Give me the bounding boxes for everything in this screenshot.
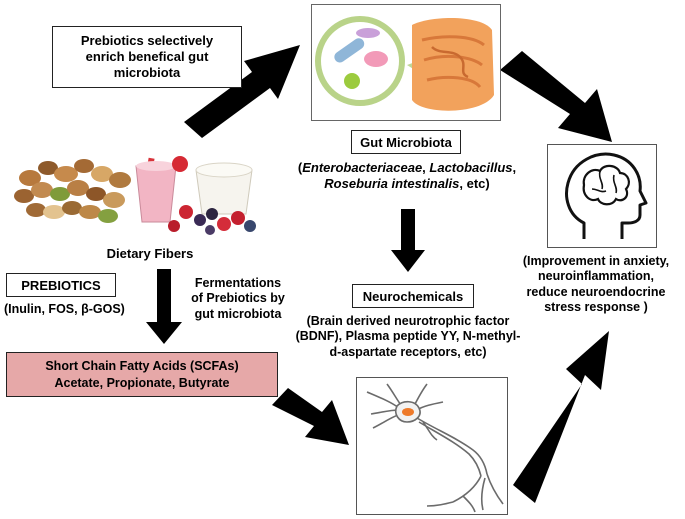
brain-picture <box>547 144 657 248</box>
fermentation-line-1: Fermentations <box>194 276 282 290</box>
fermentation-line-3: gut microbiota <box>194 306 282 321</box>
gut-microbiota-title: Gut Microbiota <box>360 134 452 150</box>
improvement-line-2: neuroinflammation, <box>538 269 654 284</box>
prebiotics-enrich-box: Prebiotics selectively enrich benefical … <box>52 26 242 88</box>
berries <box>168 205 256 235</box>
neurochemicals-box: Neurochemicals <box>352 284 474 308</box>
arrow-prebiotics-to-scfa <box>146 269 182 344</box>
brain-head-icon <box>565 152 648 239</box>
scfa-line-2: Acetate, Propionate, Butyrate <box>54 375 230 390</box>
gut-microbiota-species-line-2: Roseburia intestinalis, etc) <box>282 176 532 192</box>
gut-microbiota-box: Gut Microbiota <box>351 130 461 154</box>
dietary-fibers-label: Dietary Fibers <box>106 246 194 261</box>
arrow-fibers-to-gut <box>184 45 300 138</box>
improvement-text: (Improvement in anxiety, neuroinflammati… <box>508 254 684 315</box>
neuron-nucleus <box>402 408 414 416</box>
nuts <box>14 159 131 223</box>
food-illustration <box>14 156 256 235</box>
prebiotics-enrich-line-3: microbiota <box>113 65 181 81</box>
prebiotics-examples: (Inulin, FOS, β-GOS) <box>4 302 125 316</box>
gut-microbiota-species-line-1: (Enterobacteriaceae, Lactobacillus, <box>282 160 532 176</box>
yogurt-bowl <box>195 162 253 215</box>
fermentation-text: Fermentations of Prebiotics by gut micro… <box>170 276 306 322</box>
species-open-paren: ( <box>297 160 303 175</box>
gut-microbiota-species: (Enterobacteriaceae, Lactobacillus, Rose… <box>282 160 532 192</box>
gut-microbe-illustration <box>315 16 494 111</box>
improvement-line-3: reduce neuroendocrine <box>526 284 666 299</box>
neuron-illustration <box>366 383 504 513</box>
neurochemicals-title: Neurochemicals <box>362 288 464 304</box>
prebiotics-title: PREBIOTICS <box>21 277 101 293</box>
prebiotics-enrich-line-2: enrich benefical gut <box>85 48 209 64</box>
arrow-scfa-to-neuron <box>272 388 349 445</box>
arrow-neuron-to-brain <box>513 331 609 503</box>
fermentation-line-2: of Prebiotics by <box>191 291 285 306</box>
gut-microbiota-picture <box>311 4 501 121</box>
neurochemicals-line-2: (BDNF), Plasma peptide YY, N-methyl- <box>295 329 521 344</box>
prebiotics-enrich-line-1: Prebiotics selectively <box>80 32 214 48</box>
neurochemicals-text: (Brain derived neurotrophic factor (BDNF… <box>280 314 536 360</box>
neurochemicals-line-1: (Brain derived neurotrophic factor <box>306 314 510 328</box>
species-lactobacillus: Lactobacillus <box>429 160 513 175</box>
species-etc: , etc) <box>459 175 490 191</box>
scfa-line-1: Short Chain Fatty Acids (SCFAs) <box>45 359 239 374</box>
prebiotics-box: PREBIOTICS <box>6 273 116 297</box>
neuron-picture <box>356 377 508 515</box>
species-separator-1: , <box>422 160 430 175</box>
improvement-line-4: stress response ) <box>544 299 648 314</box>
species-comma-1: , <box>512 160 517 175</box>
scfa-box: Short Chain Fatty Acids (SCFAs) Acetate,… <box>6 352 278 397</box>
species-enterobacteriaceae: Enterobacteriaceae <box>302 160 423 175</box>
neurochemicals-line-3: d-aspartate receptors, etc) <box>329 344 487 359</box>
smoothie-glass <box>135 156 188 223</box>
arrow-gut-to-brain <box>500 51 612 142</box>
species-roseburia: Roseburia intestinalis <box>324 175 460 191</box>
arrow-microbiota-to-neurochemicals <box>391 209 425 272</box>
improvement-line-1: (Improvement in anxiety, <box>522 254 670 268</box>
